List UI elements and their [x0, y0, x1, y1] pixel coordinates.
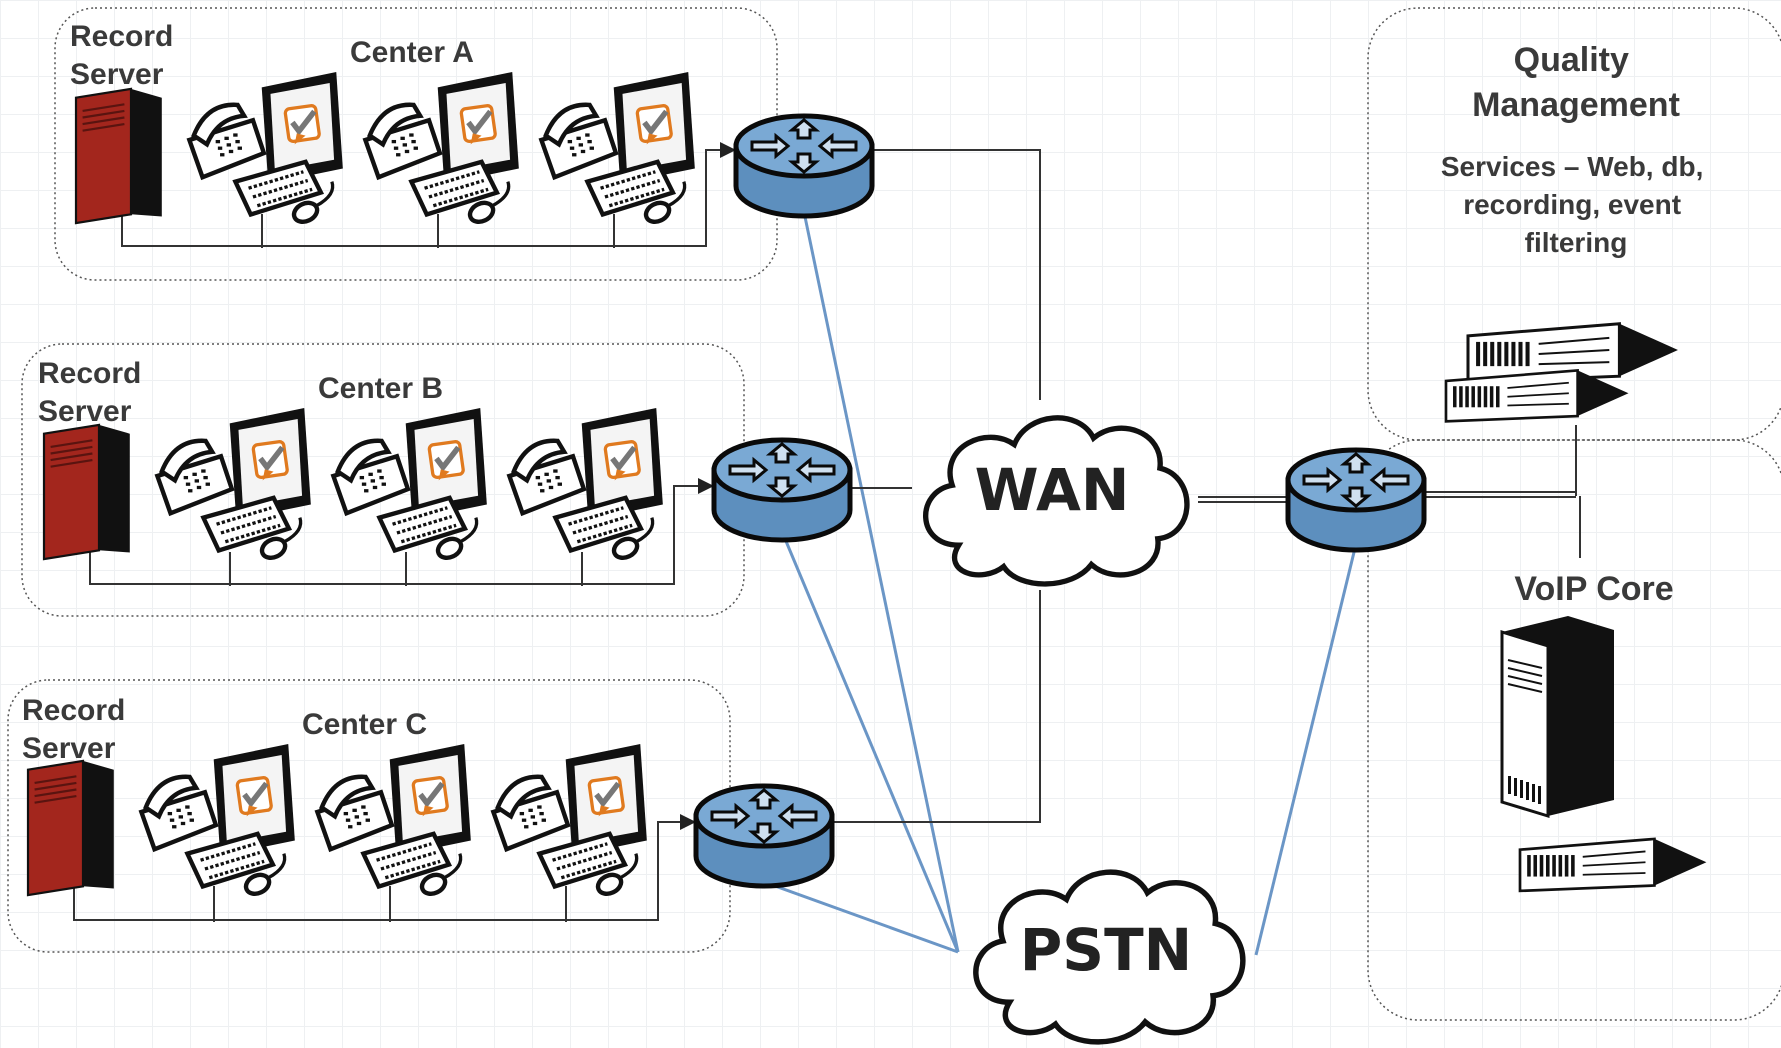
- router-a-icon: [736, 116, 872, 216]
- center-a-title: Center A: [350, 36, 474, 69]
- record-server-c-label: Record Server: [22, 694, 134, 765]
- voip-server-icon: [1500, 616, 1614, 819]
- router-c-icon: [696, 786, 832, 886]
- qm-title: Quality Management: [1472, 41, 1680, 124]
- agent-workstation-icon: [365, 72, 518, 225]
- wan-links: [834, 149, 1581, 823]
- qm-services: Services – Web, db, recording, event fil…: [1441, 151, 1711, 258]
- agent-workstation-icon: [141, 744, 294, 897]
- record-server-b-label: Record Server: [38, 357, 150, 428]
- lan-bus-b: [89, 478, 714, 586]
- center-c-title: Center C: [302, 708, 427, 741]
- lan-bus-a: [121, 142, 736, 248]
- record-server-a-label: Record Server: [70, 20, 182, 91]
- record-server-b-icon: [42, 423, 131, 561]
- agent-workstation-icon: [157, 408, 310, 561]
- wan-label: WAN: [975, 456, 1130, 524]
- router-core-icon: [1288, 450, 1424, 550]
- agent-workstation-icon: [333, 408, 486, 561]
- voip-core-label: VoIP Core: [1514, 570, 1673, 608]
- agent-workstation-icon: [189, 72, 342, 225]
- voip-rack-server-icon: [1518, 837, 1709, 893]
- agent-workstation-icon: [541, 72, 694, 225]
- voip-core-box: [1367, 439, 1781, 1021]
- lan-bus-c: [73, 814, 696, 922]
- center-b-title: Center B: [318, 372, 443, 405]
- record-server-a-icon: [74, 87, 163, 225]
- router-b-icon: [714, 440, 850, 540]
- agent-workstation-icon: [317, 744, 470, 897]
- pstn-links: [763, 211, 1358, 956]
- agent-workstation-icon: [493, 744, 646, 897]
- agent-workstation-icon: [509, 408, 662, 561]
- pstn-label: PSTN: [1020, 916, 1192, 984]
- record-server-c-icon: [26, 759, 115, 897]
- quality-management-box: [1367, 7, 1781, 441]
